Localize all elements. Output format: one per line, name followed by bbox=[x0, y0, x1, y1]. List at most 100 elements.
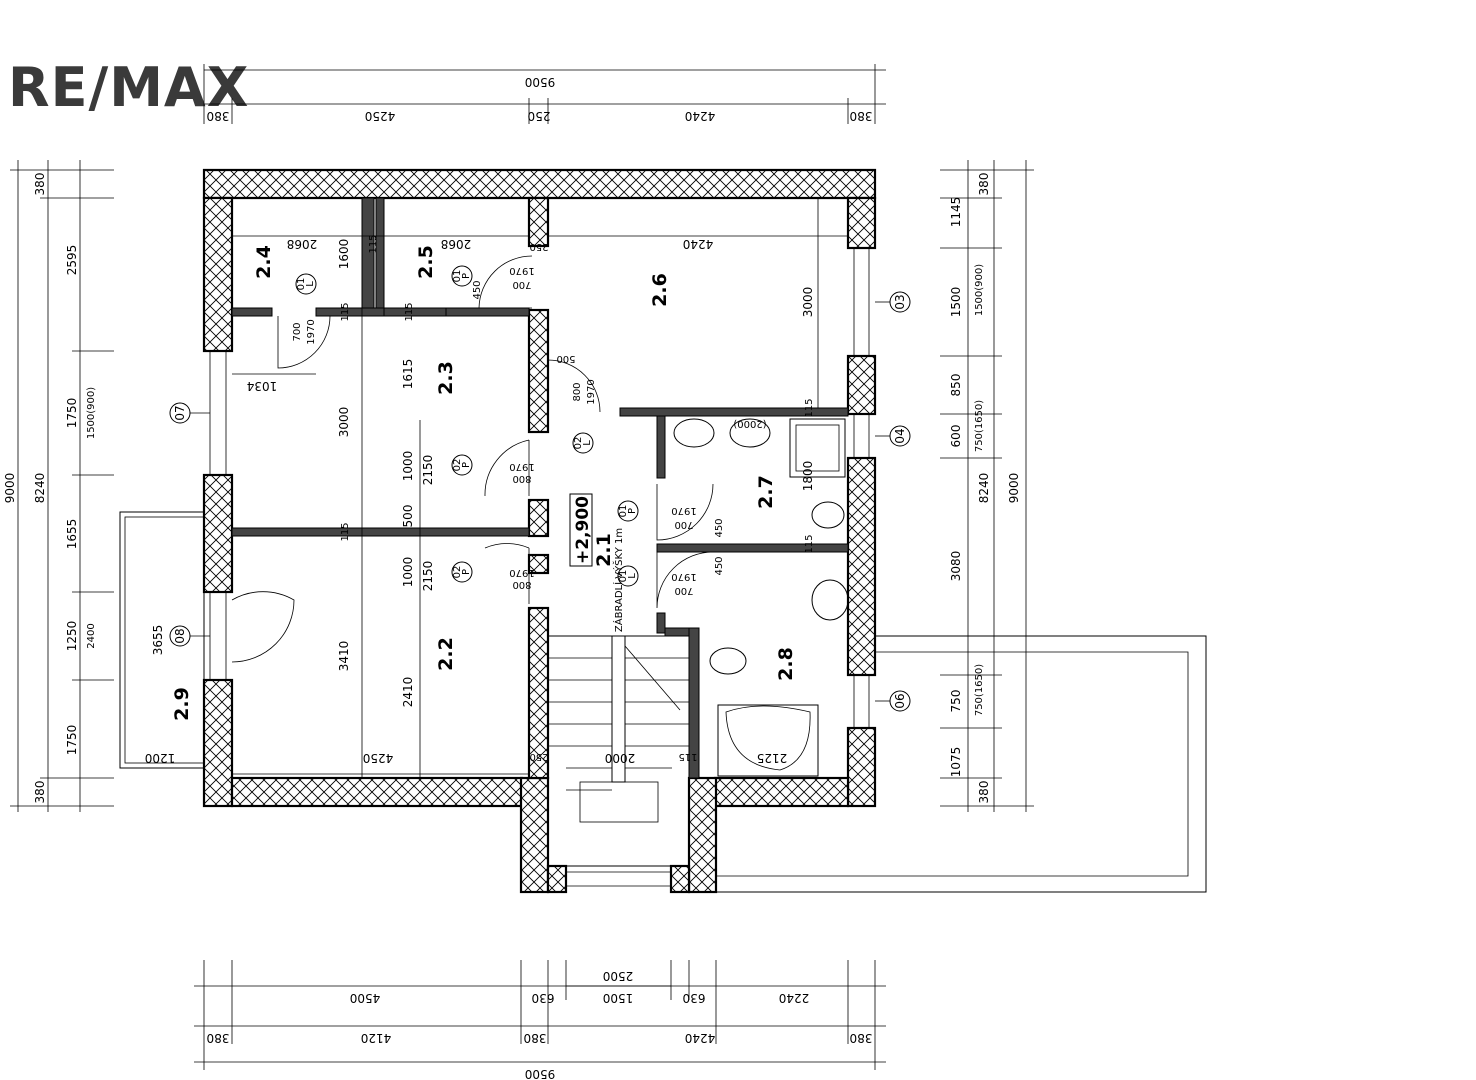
dim-left-c1: 2595 bbox=[65, 245, 79, 276]
door-swings bbox=[231, 255, 714, 663]
door-label-02a: 02 bbox=[452, 459, 463, 472]
dim-115-c: 115 bbox=[404, 302, 415, 321]
dim-1970-g: 1970 bbox=[671, 571, 696, 582]
dim-1615: 1615 bbox=[401, 359, 415, 390]
dim-bottom-r2-4: 2240 bbox=[779, 991, 810, 1005]
room-label-2-8: 2.8 bbox=[775, 647, 797, 681]
door-hand-l3: L bbox=[627, 573, 638, 579]
dim-1970-b: 1970 bbox=[509, 265, 534, 276]
dim-4250: 4250 bbox=[363, 751, 394, 765]
door-hand-p2: P bbox=[461, 462, 472, 468]
exterior-walls bbox=[202, 168, 877, 894]
dim-2000-paren: (2000) bbox=[733, 418, 766, 429]
dim-450-b: 450 bbox=[714, 518, 725, 537]
window-label-07: 07 bbox=[173, 405, 187, 420]
dim-1970-d: 1970 bbox=[509, 461, 534, 472]
door-label-02c: 02 bbox=[573, 437, 584, 450]
room-label-2-3: 2.3 bbox=[435, 361, 457, 395]
dim-bottom-r1-4: 380 bbox=[850, 1031, 873, 1045]
dim-1800: 1800 bbox=[801, 461, 815, 492]
floor-level-label: +2,900 bbox=[573, 496, 593, 564]
dim-450-a: 450 bbox=[472, 280, 483, 299]
dim-top-a: 380 bbox=[207, 109, 230, 123]
dim-left-c3: 1655 bbox=[65, 519, 79, 550]
dim-800-b: 800 bbox=[512, 473, 531, 484]
window-markers bbox=[169, 291, 911, 712]
room-label-2-2: 2.2 bbox=[435, 637, 457, 671]
door-hand-p3: P bbox=[461, 569, 472, 575]
interior-partitions bbox=[231, 197, 849, 779]
dim-right-c4: 600 bbox=[949, 425, 963, 448]
dim-right-c2: 1500 bbox=[949, 287, 963, 318]
door-markers bbox=[295, 265, 639, 587]
dim-right-c8: 380 bbox=[977, 781, 991, 804]
dim-1970-f: 1970 bbox=[671, 505, 696, 516]
dim-3410: 3410 bbox=[337, 641, 351, 672]
dim-450-c: 450 bbox=[714, 556, 725, 575]
door-hand-l: L bbox=[305, 281, 316, 287]
dim-bottom-r1-3: 4240 bbox=[685, 1031, 716, 1045]
dim-1000-b: 1000 bbox=[401, 557, 415, 588]
door-label-01c: 01 bbox=[618, 505, 629, 518]
dim-bottom-r2-2: 1500 bbox=[603, 991, 634, 1005]
railing-note: ZÁBRADLÍ VÝŠKY 1m bbox=[612, 528, 625, 632]
dim-top-b: 4250 bbox=[365, 109, 396, 123]
dim-2068-b: 2068 bbox=[441, 237, 472, 251]
dim-left-opening-1: 2400 bbox=[86, 623, 97, 648]
dim-right-opening-2: 750(1650) bbox=[974, 664, 985, 716]
dim-4240: 4240 bbox=[683, 237, 714, 251]
dim-1970-c: 1970 bbox=[586, 379, 597, 404]
dim-700-d: 700 bbox=[674, 585, 693, 596]
dim-1970-a: 1970 bbox=[306, 319, 317, 344]
dim-3000-a: 3000 bbox=[801, 287, 815, 318]
room-label-2-9: 2.9 bbox=[171, 687, 193, 721]
dim-2150-b: 2150 bbox=[421, 561, 435, 592]
dim-top-e: 380 bbox=[850, 109, 873, 123]
dim-115-e: 115 bbox=[804, 398, 815, 417]
dim-right-opening-0: 1500(900) bbox=[974, 264, 985, 316]
door-hand-l2: L bbox=[582, 440, 593, 446]
dim-bottom-total: 9500 bbox=[525, 1067, 556, 1080]
dim-right-c5: 3080 bbox=[949, 551, 963, 582]
window-label-08: 08 bbox=[173, 628, 187, 643]
dim-top-total: 9500 bbox=[525, 75, 556, 89]
dim-left-inner: 8240 bbox=[33, 473, 47, 504]
dim-500-a: 500 bbox=[401, 505, 415, 528]
window-label-04: 04 bbox=[893, 428, 907, 443]
remax-logo: RE/MAX bbox=[8, 56, 249, 119]
sanitary-fixtures bbox=[673, 418, 849, 777]
door-label-01a: 01 bbox=[296, 278, 307, 291]
dimension-lines bbox=[10, 64, 1034, 1070]
window-label-06: 06 bbox=[893, 693, 907, 708]
dim-top-d: 4240 bbox=[685, 109, 716, 123]
dim-250-b: 250 bbox=[529, 751, 548, 762]
dim-2068-a: 2068 bbox=[287, 237, 318, 251]
door-hand-p4: P bbox=[627, 508, 638, 514]
door-label-01b: 01 bbox=[452, 270, 463, 283]
dim-top-c: 250 bbox=[528, 109, 551, 123]
dim-115-b: 115 bbox=[340, 302, 351, 321]
dim-left-c0: 380 bbox=[33, 173, 47, 196]
dim-right-total: 9000 bbox=[1007, 473, 1021, 504]
dim-bottom-r2-0: 4500 bbox=[350, 991, 381, 1005]
door-label-01d: 01 bbox=[618, 570, 629, 583]
dim-1034: 1034 bbox=[247, 379, 278, 393]
dim-bottom-r1-2: 380 bbox=[524, 1031, 547, 1045]
dim-right-c0: 380 bbox=[977, 173, 991, 196]
dim-700-c: 700 bbox=[674, 519, 693, 530]
dim-2150-a: 2150 bbox=[421, 455, 435, 486]
dim-right-c1: 1145 bbox=[949, 197, 963, 228]
staircase bbox=[547, 635, 690, 867]
dim-2125: 2125 bbox=[757, 751, 788, 765]
door-label-02b: 02 bbox=[452, 566, 463, 579]
room-label-2-5: 2.5 bbox=[415, 245, 437, 279]
dim-right-c7: 1075 bbox=[949, 747, 963, 778]
dim-700-b: 700 bbox=[512, 279, 531, 290]
dim-1000-a: 1000 bbox=[401, 451, 415, 482]
dim-left-c6: 380 bbox=[33, 781, 47, 804]
dim-left-c2: 1750 bbox=[65, 398, 79, 429]
dim-bottom-r1-0: 380 bbox=[207, 1031, 230, 1045]
dim-115-a: 115 bbox=[368, 234, 379, 253]
dim-bottom-r1-1: 4120 bbox=[361, 1031, 392, 1045]
